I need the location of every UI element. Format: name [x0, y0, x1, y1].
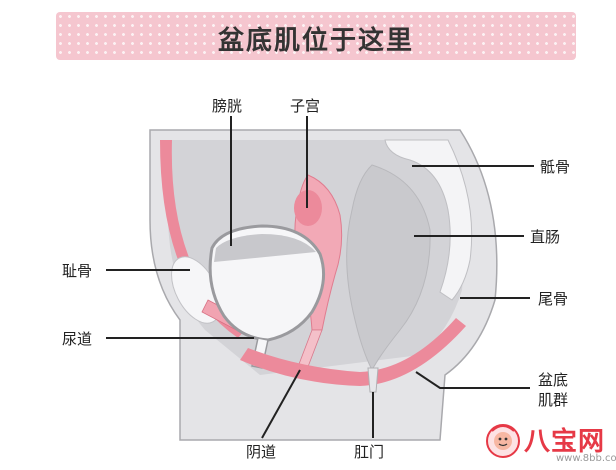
label-pubis: 耻骨: [62, 262, 93, 280]
bladder-fluid: [214, 234, 316, 262]
title-banner: 盆底肌位于这里: [56, 12, 576, 60]
watermark-logo-icon: [486, 424, 520, 458]
label-coccyx: 尾骨: [538, 290, 569, 308]
diagram-title: 盆底肌位于这里: [217, 26, 414, 56]
label-pelvic-floor-line2: 肌群: [538, 391, 569, 409]
label-sacrum: 骶骨: [540, 158, 571, 176]
sacrum-bone: [384, 139, 473, 301]
label-rectum: 直肠: [530, 228, 561, 246]
label-urethra: 尿道: [62, 330, 93, 348]
pelvic-floor-band: [240, 318, 466, 386]
watermark: 八宝网 www.8bb.com: [484, 419, 616, 467]
leader-vagina: [261, 369, 301, 439]
label-vagina: 阴道: [246, 443, 277, 461]
label-bladder: 膀胱: [212, 97, 243, 115]
leader-pelvic-floor: [415, 371, 530, 389]
leader-lines: [106, 116, 534, 439]
label-pelvic-floor: 盆底 肌群: [538, 370, 568, 410]
label-pelvic-floor-line1: 盆底: [538, 371, 569, 389]
anus-canal: [367, 367, 379, 393]
label-uterus: 子宫: [290, 97, 321, 115]
watermark-brand: 八宝网: [524, 427, 606, 457]
watermark-url: www.8bb.com: [556, 453, 616, 464]
label-anus: 肛门: [354, 443, 385, 461]
